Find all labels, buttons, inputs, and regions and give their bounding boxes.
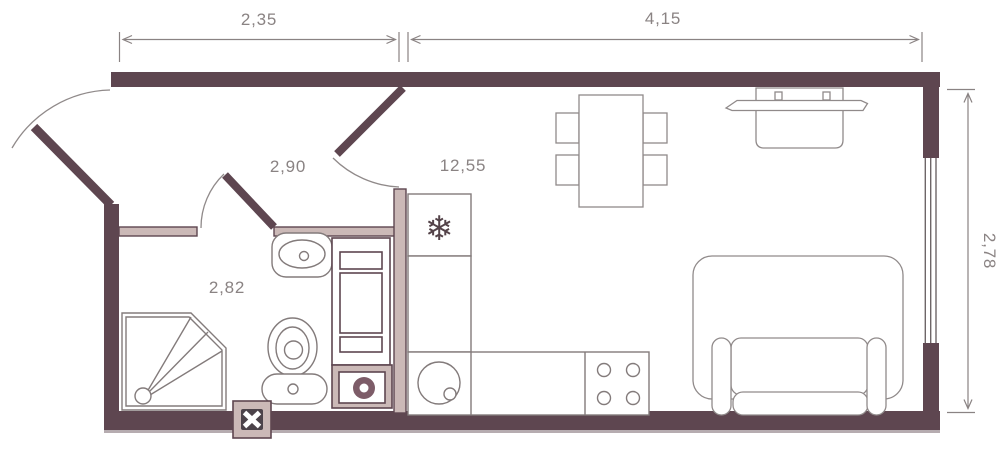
bottom-wall: [104, 411, 940, 430]
tv-screen: [724, 99, 869, 112]
shower-fan-line: [146, 316, 192, 393]
tv-mount-icon: [822, 91, 831, 101]
toilet-drain-icon: [283, 340, 304, 360]
sofa-seat: [730, 337, 869, 396]
door-swing-arc: [11, 89, 111, 149]
room-labels: 2,90 12,55 2,82: [209, 156, 486, 297]
shower-fan-line: [147, 331, 209, 394]
bathroom-partition-left: [118, 226, 198, 237]
bathroom: [121, 232, 393, 439]
kitchen-partition: [393, 188, 407, 414]
arrow-down-icon: [963, 399, 973, 410]
arrow-left-icon: [410, 34, 421, 45]
kitchen-tall-cabinet: [407, 255, 472, 353]
left-wall: [104, 204, 119, 416]
dining-chair: [555, 112, 580, 144]
dining-table: [578, 94, 644, 208]
shower-tray-inner: [125, 316, 223, 407]
arrow-left-icon: [121, 34, 133, 45]
sofa-armrest: [711, 337, 732, 416]
cabinet-shelf: [339, 251, 383, 270]
hallway-area-label: 2,90: [270, 157, 306, 176]
cabinet-shelf: [339, 336, 383, 353]
partitions: [118, 188, 407, 414]
dining-set: [555, 94, 668, 208]
vent-x-line: [242, 410, 262, 429]
shower-fan-line: [149, 350, 223, 396]
bathroom-area-label: 2,82: [209, 278, 245, 297]
top-wall: [111, 72, 940, 87]
door-leaf: [222, 172, 277, 230]
right-wall-upper: [923, 72, 939, 158]
dimension-label-top-right: 4,15: [645, 9, 681, 28]
burner-icon: [596, 390, 612, 406]
tv-mount-icon: [774, 91, 783, 101]
snowflake-icon: ❄: [425, 209, 454, 249]
dimension-right: 2,78: [947, 88, 999, 414]
arrow-right-icon: [386, 34, 397, 45]
washer-drum-center: [359, 383, 369, 393]
sofa-armrest: [866, 337, 887, 416]
bathroom-door: [200, 172, 277, 230]
refrigerator: [407, 193, 472, 257]
sofa-bed: [692, 255, 904, 416]
door-leaf: [30, 123, 115, 209]
arrow-right-icon: [909, 34, 920, 45]
dining-chair: [642, 112, 668, 144]
kitchen: ❄: [407, 193, 650, 416]
shower: [121, 312, 227, 411]
sink-drain-icon: [298, 250, 310, 262]
ventilation-icon: [242, 410, 262, 429]
shower-drain-icon: [134, 387, 152, 405]
dimension-label-top-left: 2,35: [241, 10, 277, 29]
dimension-label-right: 2,78: [980, 233, 999, 269]
window: [924, 158, 937, 343]
door-swing-arc: [200, 173, 225, 229]
washing-machine: [331, 364, 393, 409]
stove: [596, 362, 641, 406]
outer-walls: [104, 72, 940, 433]
toilet-button-icon: [287, 383, 299, 395]
dining-chair: [555, 154, 580, 186]
burner-icon: [625, 362, 641, 378]
living-kitchen-area-label: 12,55: [440, 156, 487, 175]
ventilation-shaft: [232, 400, 272, 439]
burner-icon: [625, 390, 641, 406]
living-room-door: [332, 85, 406, 188]
dining-chair: [642, 154, 668, 186]
sink-drain-icon: [443, 387, 457, 401]
right-wall-lower: [923, 343, 939, 430]
bathroom-cabinet: [331, 237, 391, 366]
bottom-wall-shadow: [104, 428, 940, 433]
door-swing-arc: [332, 157, 400, 188]
sofa-front-cushion: [732, 391, 869, 416]
toilet: [261, 317, 328, 405]
burner-icon: [596, 362, 612, 378]
bathroom-sink: [271, 232, 333, 278]
dimension-top-right: 4,15: [407, 9, 923, 62]
arrow-up-icon: [963, 92, 973, 103]
entrance-door: [11, 89, 115, 209]
tv-unit: [724, 87, 869, 149]
door-leaf: [334, 85, 406, 157]
dimension-top-left: 2,35: [118, 10, 400, 62]
cabinet-shelf: [339, 272, 383, 334]
